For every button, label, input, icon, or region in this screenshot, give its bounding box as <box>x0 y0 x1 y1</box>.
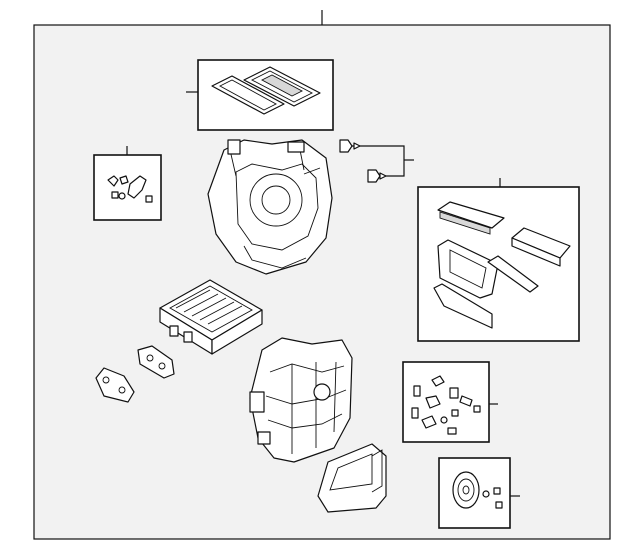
gasket-plate <box>137 345 175 379</box>
clip-icon <box>367 169 381 183</box>
duct-cover-panel <box>317 443 387 513</box>
damper-door-kit <box>417 178 580 342</box>
clip-pair-group <box>339 139 414 183</box>
hardware-kit-left <box>93 146 162 221</box>
seal-gasket-part <box>211 66 321 115</box>
nut <box>495 501 503 509</box>
grommet-seal <box>95 367 135 403</box>
hardware-kit-left-box <box>93 154 162 221</box>
gasket-plates <box>95 345 175 403</box>
upper-blower-housing <box>207 139 333 275</box>
blower-fan-wheel <box>452 471 480 509</box>
blower-fan-kit <box>438 457 520 529</box>
hardware-kit-right <box>402 361 498 443</box>
seal-kit-group <box>186 59 334 131</box>
heater-core <box>159 279 263 355</box>
clip-icon <box>339 139 353 153</box>
hardware-kit-right-box <box>402 361 490 443</box>
nut <box>493 487 501 495</box>
lower-blower-housing <box>249 337 353 463</box>
washer <box>482 490 490 498</box>
clip-leader-bracket <box>352 145 405 177</box>
